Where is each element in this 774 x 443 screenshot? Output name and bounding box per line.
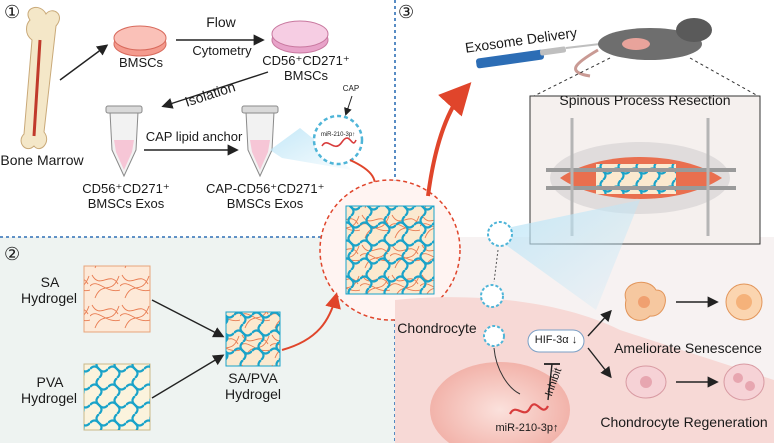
hif-badge (527, 329, 585, 353)
hif-label: HIF-3α ↓ (534, 334, 578, 346)
arrow-pva-to-composite (151, 354, 225, 399)
exos-label-l2: BMSCs Exos (87, 196, 165, 211)
cap-exos-label-l2: BMSCs Exos (226, 196, 304, 211)
arrow-sa-to-composite (151, 299, 225, 338)
surgery-site-icon (546, 118, 736, 236)
bone-marrow-label: Bone Marrow (0, 152, 84, 168)
arrow-to-senescence (587, 309, 612, 337)
mir-label: miR-210-3p↑ (495, 422, 559, 434)
mirna-icon (509, 403, 549, 415)
bmscs-label: BMSCs (118, 55, 164, 70)
damaged-chondrocyte-icon (625, 365, 667, 399)
panel2-number: ② (4, 244, 21, 264)
arrow-composite-to-circle (281, 292, 341, 351)
healthy-cell-icon (725, 283, 763, 321)
zoom-line-left (533, 57, 611, 97)
cap-exos-label-l1: CAP-CD56⁺CD271⁺ (206, 181, 325, 196)
exosome-vesicles (480, 221, 513, 347)
release-line (493, 347, 521, 395)
zoom-line-right (689, 57, 759, 97)
exos-tube-icon (105, 105, 143, 178)
inhibit-line (547, 363, 553, 401)
cd56-bmscs-label-l2: BMSCs (283, 68, 329, 83)
chondrocyte-nucleus (430, 362, 570, 443)
cap-tag: CAP (342, 84, 360, 93)
zoom-beam-chondrocyte (488, 200, 640, 310)
regenerated-chondrocyte-icon (723, 363, 765, 401)
cd56-bmscs-dish-icon (271, 20, 329, 54)
arrow-to-regeneration (587, 347, 612, 379)
cd56-bmscs-label-l1: CD56⁺CD271⁺ (262, 53, 350, 68)
arrow-to-delivery (426, 82, 472, 197)
sapva-label-l2: Hydrogel (224, 386, 282, 402)
senescent-cell-icon (624, 281, 666, 321)
sa-label-l1: SA (40, 274, 60, 290)
spinous-resection-label: Spinous Process Resection (559, 92, 731, 108)
ameliorate-senescence-label: Ameliorate Senescence (614, 340, 762, 356)
rat-icon (574, 18, 712, 78)
cap-lipid-label: CAP lipid anchor (145, 129, 243, 144)
arrow-isolation (161, 71, 269, 109)
cytometry-label: Cytometry (192, 43, 252, 58)
panel1-number: ① (4, 2, 21, 22)
exos-label-l1: CD56⁺CD271⁺ (82, 181, 170, 196)
mir-tag: miR-210-3p↑ (320, 132, 356, 138)
sa-label-l2: Hydrogel (20, 290, 78, 306)
sapva-label-l1: SA/PVA (228, 370, 278, 386)
bone-icon (20, 6, 60, 150)
chondrocyte-regeneration-label: Chondrocyte Regeneration (600, 414, 768, 430)
bmscs-dish-icon (113, 25, 167, 57)
pipette-icon (476, 43, 601, 69)
arrow-bone-to-bmscs (59, 44, 109, 81)
cap-exos-tube-icon (241, 105, 279, 178)
chondrocyte-label: Chondrocyte (397, 320, 477, 336)
pva-label-l2: Hydrogel (20, 390, 78, 406)
arrow-cap-pointer (344, 95, 353, 116)
flow-label: Flow (206, 14, 236, 30)
panel3-number: ③ (398, 2, 415, 22)
uptake-line (493, 249, 499, 283)
pva-label-l1: PVA (36, 374, 64, 390)
exosome-icon (312, 114, 364, 166)
